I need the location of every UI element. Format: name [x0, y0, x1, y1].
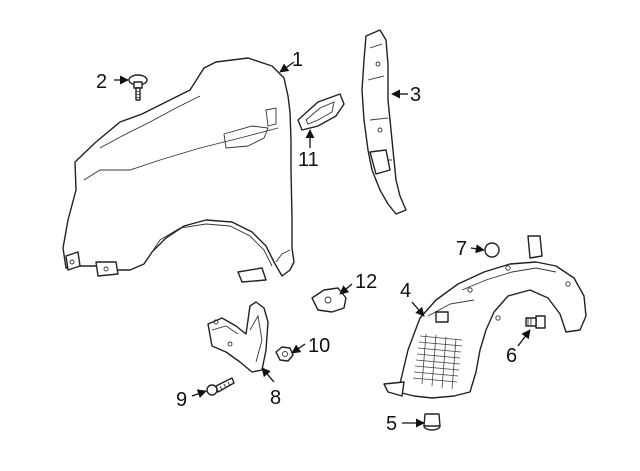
clip-part-6[interactable] [525, 315, 546, 329]
callout-11: 11 [298, 149, 319, 171]
bracket-part-3[interactable] [361, 29, 407, 215]
callout-5: 5 [386, 413, 397, 435]
garnish-part-11[interactable] [297, 93, 345, 131]
callout-3: 3 [410, 84, 421, 106]
leader-lines [114, 61, 531, 428]
washer-part-7[interactable] [484, 242, 500, 258]
callout-9: 9 [176, 389, 187, 411]
push-clip-part-5[interactable] [423, 413, 441, 431]
fender-part[interactable] [62, 57, 295, 283]
pad-part-12[interactable] [311, 287, 347, 313]
callout-8: 8 [270, 387, 281, 409]
callout-4: 4 [400, 280, 411, 302]
liner-grille [412, 333, 463, 390]
bolt-part-2[interactable] [128, 74, 148, 101]
callout-labels: 1 2 3 11 12 7 4 6 5 8 10 9 [96, 49, 517, 435]
fender-liner-part-4[interactable] [383, 235, 587, 399]
mud-guard-part-8[interactable] [207, 301, 269, 373]
callout-12: 12 [355, 271, 377, 293]
callout-2: 2 [96, 71, 107, 93]
callout-1: 1 [292, 49, 303, 71]
callout-6: 6 [506, 345, 517, 367]
nut-part-10[interactable] [275, 346, 294, 362]
screw-part-9[interactable] [206, 377, 235, 396]
callout-7: 7 [456, 238, 467, 260]
callout-10: 10 [308, 335, 330, 357]
